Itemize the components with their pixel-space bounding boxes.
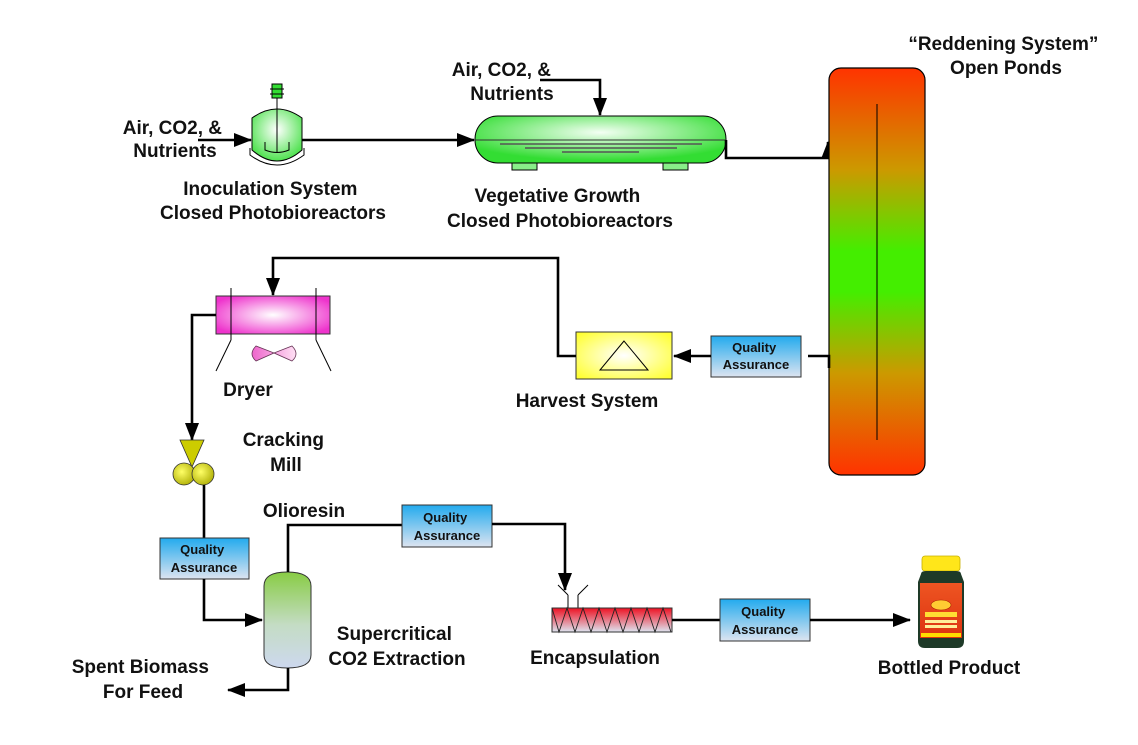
- dryer-icon: [215, 288, 332, 372]
- svg-text:Quality Assurance: Quality Assurance: [171, 542, 237, 575]
- vegetative-reactor-icon: [474, 115, 727, 171]
- flow-extraction-to-spent-biomass: [227, 668, 290, 697]
- harvest-label: Harvest System: [516, 391, 659, 412]
- dryer-label: Dryer: [223, 380, 273, 401]
- flow-qa3-to-encapsulation: [492, 522, 572, 591]
- svg-text:Quality Assurance: Quality Assurance: [723, 340, 789, 372]
- spent-biomass-label: Spent Biomass For Feed: [72, 657, 215, 703]
- bottle-product-icon: [918, 555, 964, 648]
- extraction-vessel-icon: [263, 571, 312, 669]
- svg-text:Quality Assurance: Quality Assurance: [414, 510, 480, 543]
- qa-box-3: Quality Assurance: [401, 504, 493, 548]
- flow-qa2-to-extraction: [202, 579, 263, 627]
- encapsulation-screw-icon: [551, 584, 673, 634]
- qa-box-4: Quality Assurance: [719, 598, 811, 642]
- olioresin-label: Olioresin: [263, 501, 345, 522]
- qa-box-1: Quality Assurance: [710, 335, 802, 378]
- extraction-label: Supercritical CO2 Extraction: [328, 624, 465, 670]
- open-pond-icon: [828, 67, 926, 476]
- inoculation-reactor-icon: [249, 83, 305, 166]
- harvest-system-icon: [575, 331, 673, 380]
- encapsulation-label: Encapsulation: [530, 648, 660, 669]
- inoculation-label: Inoculation System Closed Photobioreacto…: [160, 179, 386, 224]
- vegetative-input-arrow: [540, 78, 607, 116]
- flow-harvest-to-dryer: [266, 256, 576, 358]
- vegetative-input-label: Air, CO2, & Nutrients: [452, 60, 557, 105]
- flow-dryer-to-mill: [185, 313, 216, 441]
- flow-reddening-to-qa1: [808, 354, 831, 368]
- product-label: Bottled Product: [878, 658, 1021, 679]
- qa-box-2: Quality Assurance: [159, 537, 250, 580]
- flow-vegetative-to-reddening: [724, 140, 835, 160]
- cracking-mill-icon: [172, 439, 215, 486]
- reddening-label: “Reddening System” Open Ponds: [908, 34, 1103, 79]
- svg-text:Quality Assurance: Quality Assurance: [732, 604, 798, 637]
- flow-extraction-to-qa3: [286, 523, 402, 572]
- vegetative-label: Vegetative Growth Closed Photobioreactor…: [447, 186, 673, 232]
- inoculation-input-label: Air, CO2, & Nutrients: [123, 118, 228, 162]
- mill-label: Cracking Mill: [243, 430, 330, 476]
